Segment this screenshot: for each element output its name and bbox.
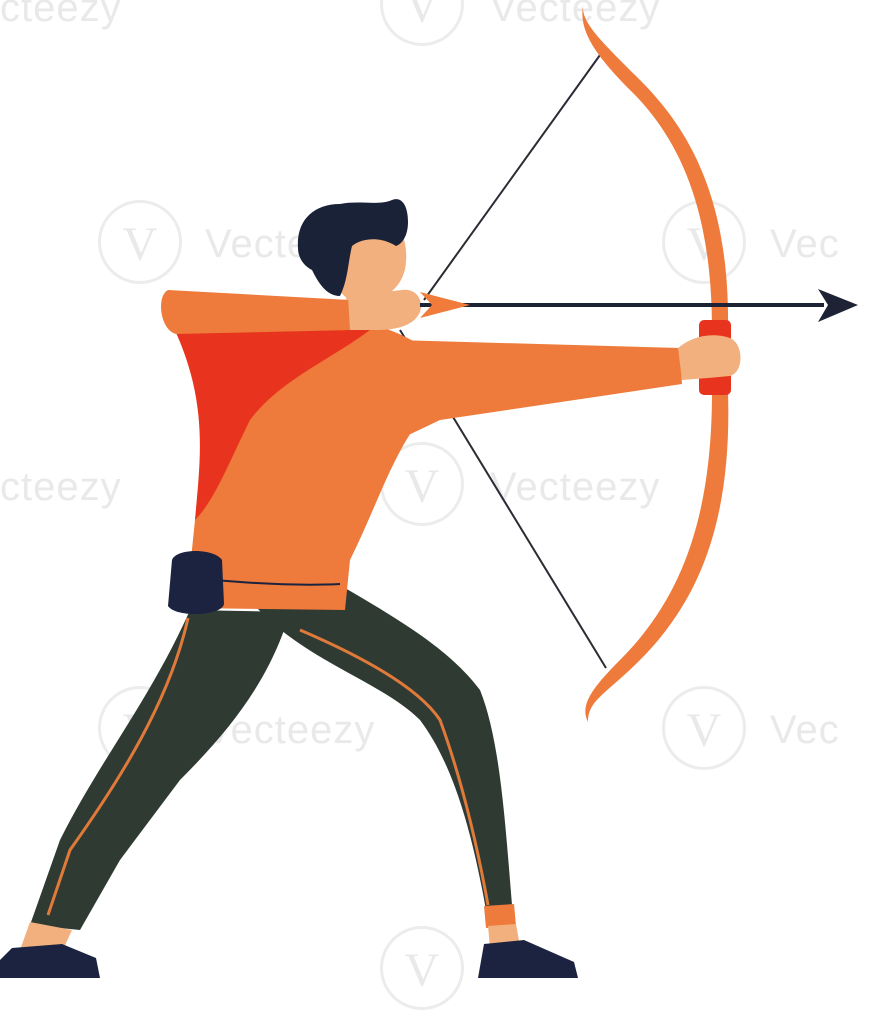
shirt-hem-line: [214, 579, 341, 586]
front-leg: [250, 588, 578, 978]
bowstring-upper: [423, 54, 601, 301]
bow-upper-limb: [582, 2, 729, 330]
arrow-fletching: [420, 292, 470, 318]
bow-lower-limb: [585, 392, 729, 722]
bow-arm-sleeve: [395, 340, 682, 440]
torso: [168, 311, 440, 615]
back-leg: [0, 610, 290, 978]
draw-arm: [161, 289, 422, 334]
archer-illustration: [0, 2, 858, 978]
bow-arm: [395, 335, 741, 440]
front-shoe: [478, 940, 578, 978]
arrowhead: [818, 289, 858, 322]
shirt-shadow: [170, 320, 370, 520]
back-leg-pants: [30, 610, 290, 930]
bow-hand: [678, 335, 741, 380]
back-shoe: [0, 944, 100, 978]
waist-pouch: [168, 551, 224, 615]
draw-arm-sleeve: [161, 290, 352, 334]
hair: [297, 199, 408, 296]
front-leg-stripe: [299, 628, 490, 906]
front-leg-pants: [250, 588, 512, 910]
draw-hand: [348, 289, 422, 330]
back-leg-stripe: [46, 617, 190, 916]
front-ankle-sock: [484, 904, 516, 928]
arrow: [420, 289, 858, 322]
